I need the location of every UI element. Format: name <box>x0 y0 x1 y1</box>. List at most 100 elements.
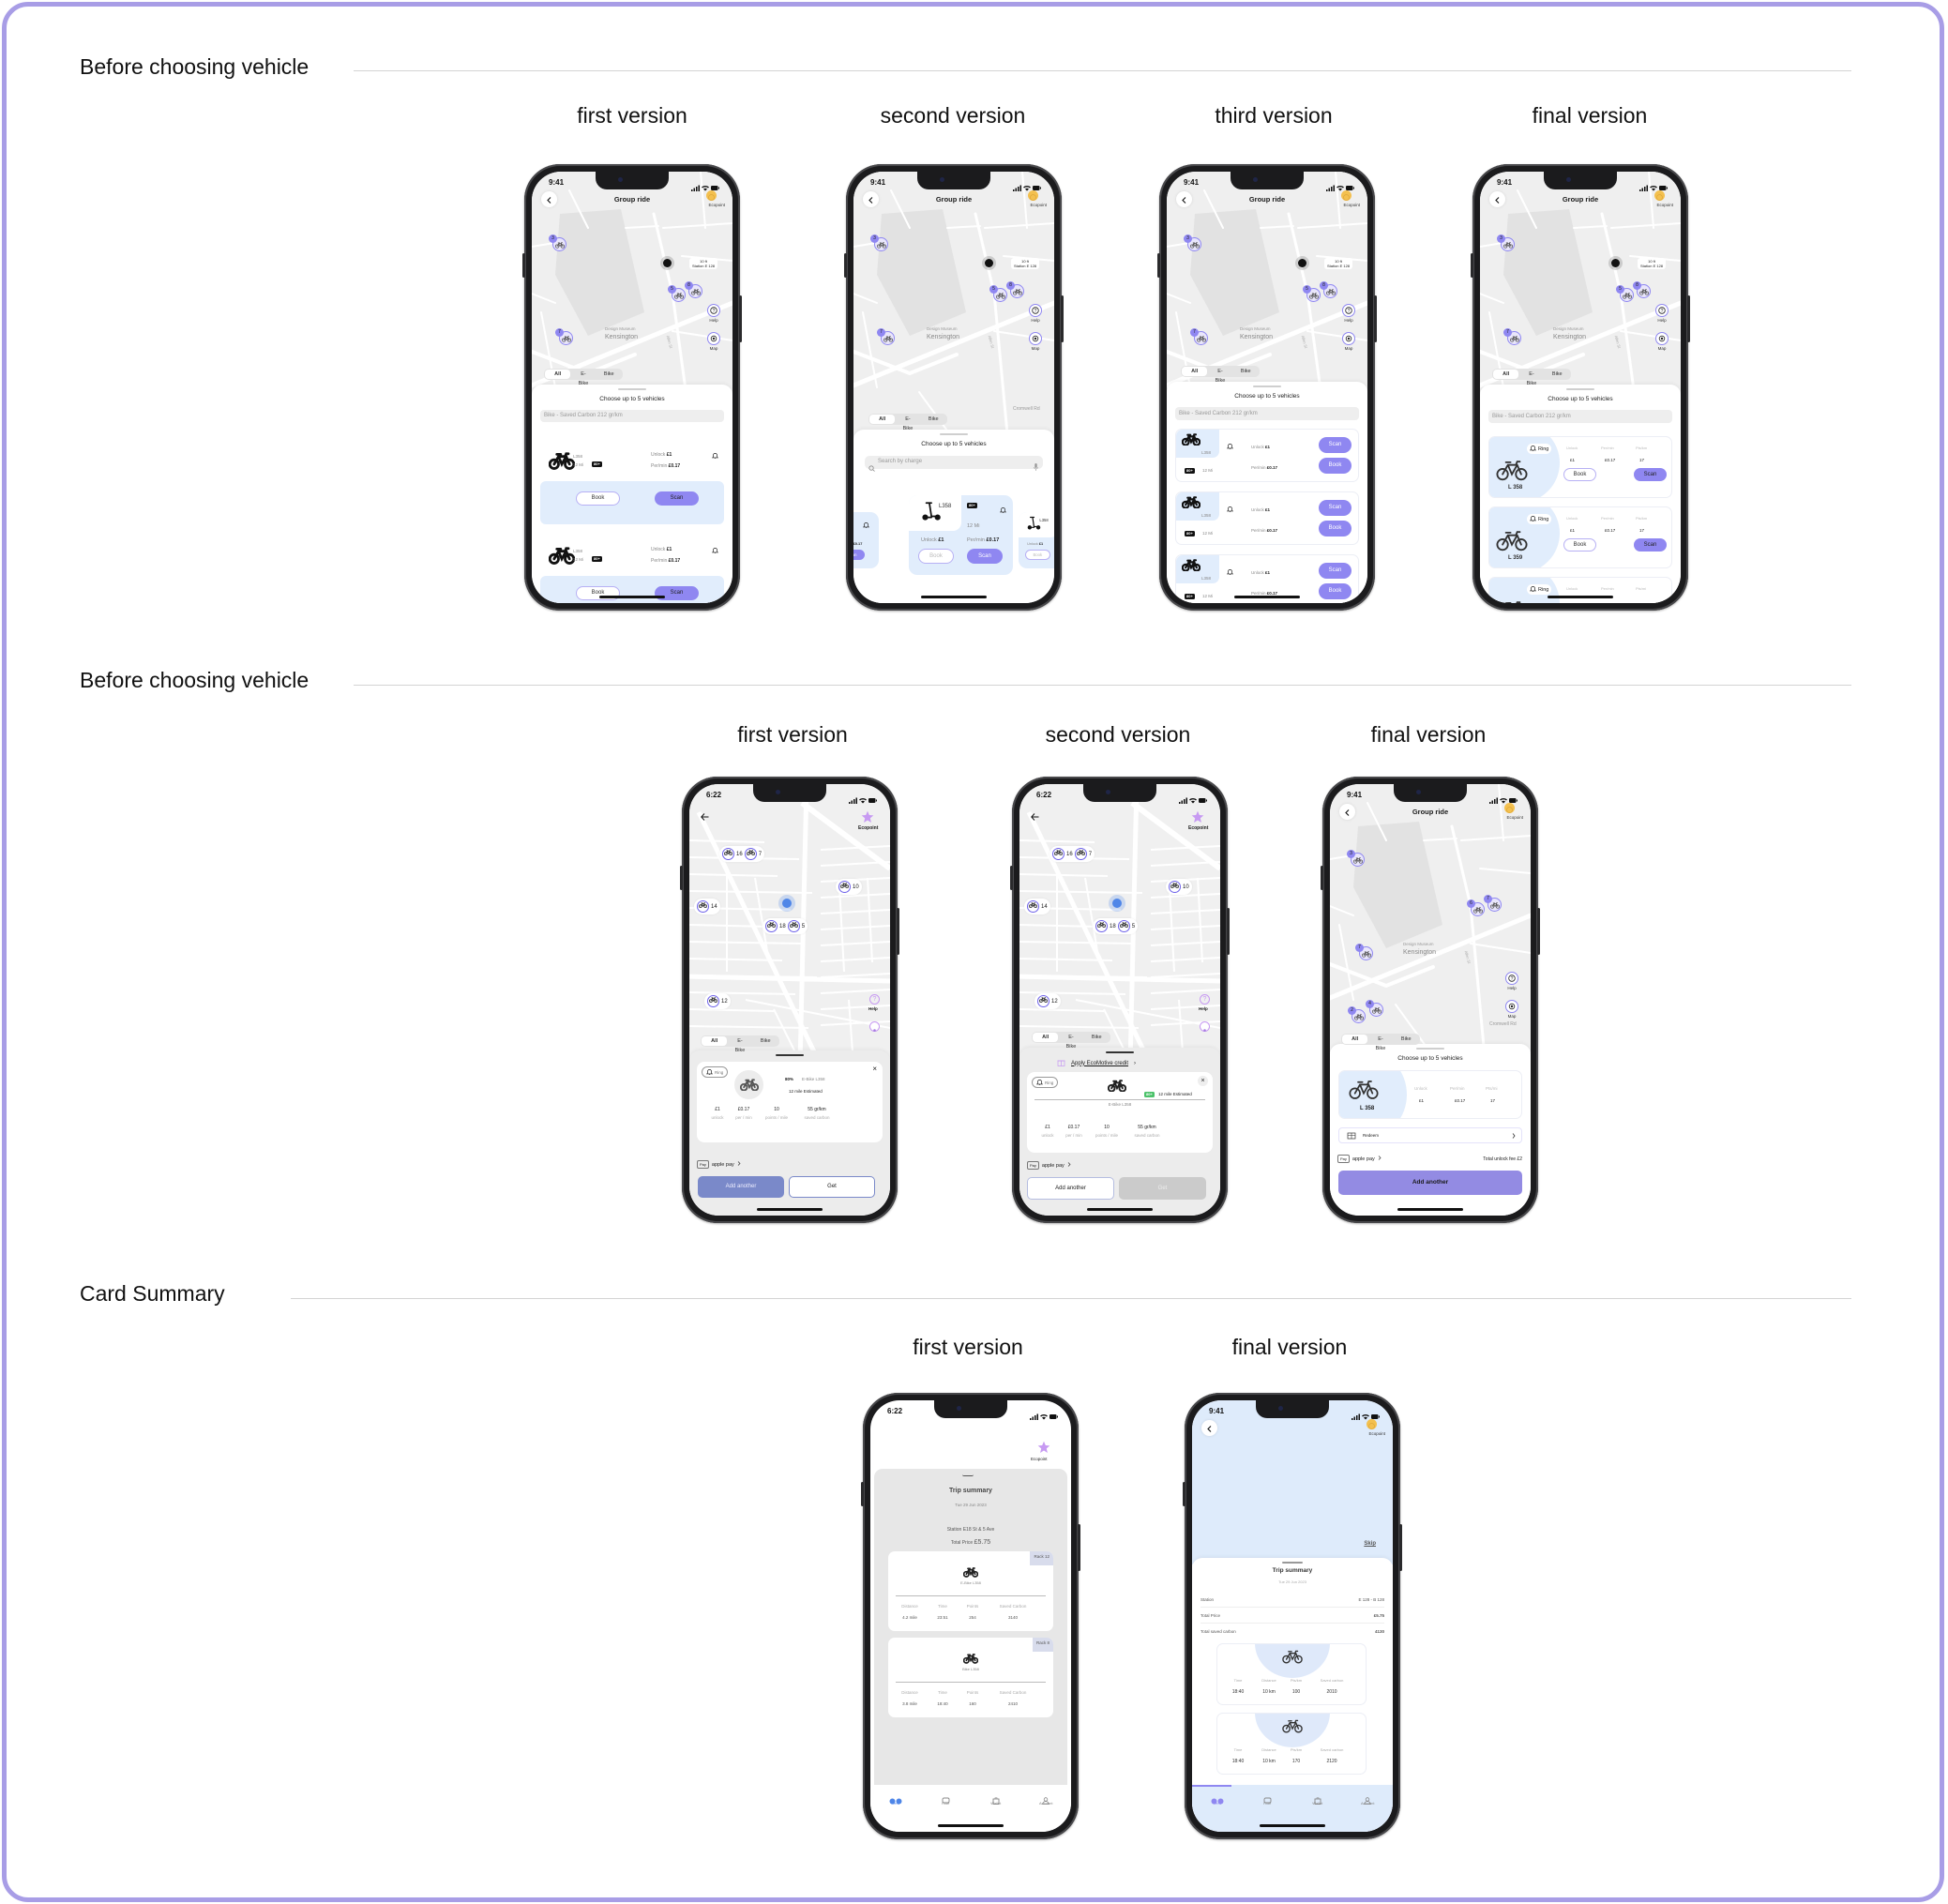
filter-e-bike[interactable]: E-Bike <box>1375 1036 1386 1051</box>
scan-button[interactable]: Scan <box>1319 563 1352 579</box>
map-vehicle-marker[interactable] <box>1095 920 1108 932</box>
map-vehicle-marker[interactable] <box>707 995 719 1007</box>
add-another-button[interactable]: Add another <box>1338 1171 1522 1195</box>
map-vehicle-marker[interactable]: 7 <box>555 328 573 345</box>
map-vehicle-marker[interactable]: 3 <box>549 234 566 251</box>
filter-e-bike[interactable]: E-Bike <box>734 1038 746 1053</box>
book-button[interactable]: Book <box>1319 458 1352 474</box>
search-field[interactable]: Bike - Saved Carbon 212 gr/km <box>1488 410 1672 423</box>
filter-all[interactable]: All <box>869 415 896 424</box>
map-vehicle-cluster[interactable]: 10 <box>1166 879 1192 895</box>
close-button[interactable]: × <box>872 1065 877 1073</box>
map-vehicle-marker[interactable]: 7 <box>1190 328 1208 345</box>
search-field[interactable]: Bike - Saved Carbon 212 gr/km <box>1175 407 1359 420</box>
locate-button[interactable] <box>1029 332 1042 345</box>
get-button[interactable]: Get <box>1119 1177 1206 1200</box>
filter-e-bike[interactable]: E-Bike <box>902 416 914 431</box>
sheet-handle[interactable] <box>776 1054 804 1056</box>
map-vehicle-marker[interactable]: 5 <box>1616 285 1634 302</box>
filter-all[interactable]: All <box>1182 367 1208 376</box>
map-vehicle-marker[interactable] <box>1074 848 1087 860</box>
map-vehicle-marker[interactable]: 5 <box>668 285 686 302</box>
book-button[interactable]: Book <box>918 549 954 564</box>
tab-ride[interactable]: Ride <box>1243 1792 1293 1806</box>
add-another-button[interactable]: Add another <box>698 1176 784 1198</box>
map-vehicle-marker[interactable] <box>838 881 851 893</box>
help-icon[interactable]: ? <box>869 994 880 1005</box>
ecopoint-button[interactable] <box>1654 190 1665 201</box>
ecopoint-star-icon[interactable] <box>1037 1441 1050 1458</box>
help-icon[interactable]: ? <box>1200 994 1210 1005</box>
help-button[interactable]: ? <box>1342 304 1355 317</box>
scan-button[interactable]: Scan <box>1634 538 1667 552</box>
filter-bike[interactable]: Bike <box>1400 1036 1412 1042</box>
tab-wallet[interactable]: Wallet <box>971 1792 1021 1806</box>
station-pin[interactable] <box>985 259 993 267</box>
locate-button[interactable] <box>707 332 720 345</box>
skip-link[interactable]: Skip <box>1364 1541 1376 1547</box>
sheet-handle[interactable] <box>1566 388 1594 390</box>
book-button[interactable]: Book <box>1563 538 1596 552</box>
back-arrow-icon[interactable] <box>1031 808 1039 825</box>
bell-icon[interactable] <box>711 446 719 463</box>
scan-button[interactable]: Scan <box>1319 500 1352 516</box>
tab-account[interactable]: Account <box>1021 1792 1072 1806</box>
filter-bike[interactable]: Bike <box>760 1038 771 1044</box>
locate-button[interactable] <box>1505 1000 1518 1013</box>
map-vehicle-marker[interactable] <box>765 920 778 932</box>
map-vehicle-marker[interactable] <box>1169 881 1181 893</box>
book-button[interactable]: Book <box>1319 583 1352 599</box>
back-button[interactable] <box>1339 804 1355 820</box>
locate-button[interactable] <box>869 1021 880 1032</box>
map-vehicle-marker[interactable] <box>722 848 734 860</box>
back-button[interactable] <box>541 191 557 207</box>
help-button[interactable]: ? <box>1505 972 1518 985</box>
map-vehicle-cluster[interactable]: 14 <box>1024 899 1050 914</box>
filter-bike[interactable]: Bike <box>603 371 614 377</box>
map-vehicle-marker[interactable] <box>1117 920 1130 932</box>
back-button[interactable] <box>863 191 879 207</box>
sheet-handle[interactable] <box>940 433 968 435</box>
search-field[interactable]: Search by charge <box>865 456 1043 472</box>
filter-all[interactable]: All <box>702 1036 728 1046</box>
map-vehicle-marker[interactable]: 7 <box>1484 895 1502 912</box>
help-button[interactable]: ? <box>1029 304 1042 317</box>
book-button[interactable]: Book <box>1025 549 1050 561</box>
back-button[interactable] <box>1201 1420 1217 1436</box>
map-vehicle-cluster[interactable]: 14 <box>694 899 720 914</box>
back-button[interactable] <box>1489 191 1505 207</box>
filter-e-bike[interactable]: E-Bike <box>1065 1035 1077 1050</box>
sheet-handle[interactable] <box>1253 385 1281 387</box>
station-pin[interactable] <box>663 259 672 267</box>
map-vehicle-marker[interactable]: 3 <box>1497 234 1515 251</box>
tab-account[interactable]: Account <box>1343 1792 1394 1806</box>
ecopoint-button[interactable] <box>1028 190 1038 201</box>
filter-bike[interactable]: Bike <box>1240 369 1251 374</box>
sheet-handle[interactable] <box>1282 1562 1303 1564</box>
tab-ride[interactable]: Ride <box>921 1792 972 1806</box>
sheet-handle[interactable] <box>618 388 646 390</box>
close-button[interactable]: × <box>1198 1076 1208 1086</box>
bell-icon[interactable] <box>1226 563 1234 580</box>
filter-all[interactable]: All <box>1033 1033 1059 1042</box>
map-vehicle-marker[interactable]: 8 <box>1633 281 1651 298</box>
filter-all[interactable]: All <box>545 370 571 379</box>
sheet-handle[interactable] <box>1106 1051 1134 1053</box>
help-button[interactable]: ? <box>707 304 720 317</box>
map-vehicle-cluster[interactable]: 10 <box>836 879 862 895</box>
scan-button[interactable]: Scan <box>853 549 865 561</box>
scan-button[interactable]: Scan <box>967 549 1003 564</box>
ecopoint-button[interactable] <box>706 190 717 201</box>
map-vehicle-marker[interactable]: 4 <box>1366 1000 1383 1017</box>
bell-icon[interactable] <box>711 541 719 558</box>
sheet-handle[interactable] <box>962 1474 974 1476</box>
locate-button[interactable] <box>1200 1021 1210 1032</box>
get-button[interactable]: Get <box>789 1176 875 1198</box>
map-vehicle-marker[interactable]: 8 <box>1006 281 1024 298</box>
book-button[interactable]: Book <box>576 491 620 506</box>
